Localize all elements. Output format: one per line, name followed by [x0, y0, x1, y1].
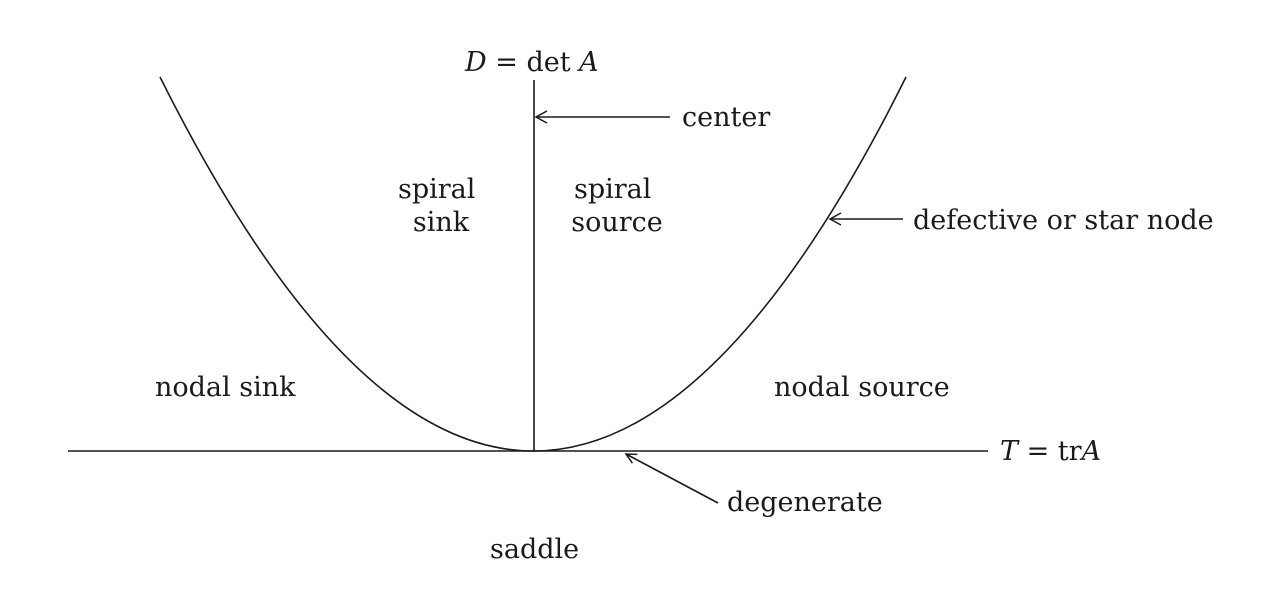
center-arrowhead	[534, 110, 548, 124]
spiral-source-label: spiral source	[571, 174, 663, 238]
degenerate-arrowhead	[624, 453, 638, 464]
nodal-sink-label: nodal sink	[155, 372, 296, 403]
defective-annotation: defective or star node	[828, 205, 1214, 236]
degenerate-annotation: degenerate	[624, 453, 883, 518]
spiral-sink-label: spiral sink	[398, 174, 484, 238]
parabola-curve	[159, 76, 907, 452]
degenerate-arrow-line	[625, 453, 719, 504]
determinant-axis-label: D = det A	[464, 47, 599, 78]
trace-axis-label: T = trA	[1000, 436, 1101, 467]
center-label: center	[682, 102, 770, 133]
saddle-label: saddle	[490, 534, 579, 565]
defective-arrowhead	[828, 212, 842, 226]
defective-label: defective or star node	[913, 205, 1214, 236]
nodal-source-label: nodal source	[774, 372, 950, 403]
degenerate-label: degenerate	[727, 487, 883, 518]
center-annotation: center	[534, 102, 770, 133]
